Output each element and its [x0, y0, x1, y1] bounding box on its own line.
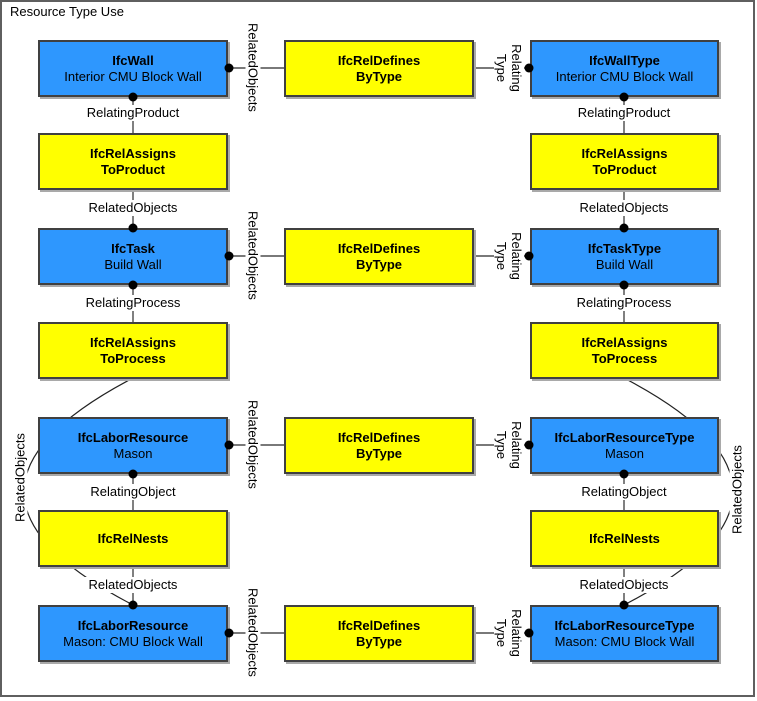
label-relating-product-right: RelatingProduct: [569, 105, 679, 121]
box-subtitle: Build Wall: [104, 256, 162, 272]
label-line-type: Type: [494, 618, 509, 648]
box-ifclaborresourcetype: IfcLaborResourceType Mason: [530, 417, 719, 474]
label-related-objects-right-2: RelatedObjects: [569, 577, 679, 593]
box-title: IfcWall: [112, 52, 154, 68]
box-ifctasktype: IfcTaskType Build Wall: [530, 228, 719, 285]
box-subtitle: Mason: [113, 445, 153, 461]
box-title: IfcRelNests: [589, 530, 660, 546]
box-ifctask: IfcTask Build Wall: [38, 228, 228, 285]
box-title: IfcRelDefines: [337, 617, 421, 633]
box-title: IfcRelAssigns: [581, 334, 668, 350]
label-related-objects-mid-3: RelatedObjects: [245, 398, 261, 491]
box-ifcrelnests-right: IfcRelNests: [530, 510, 719, 567]
label-related-objects-right-arc: RelatedObjects: [729, 443, 745, 536]
box-ifcwall: IfcWall Interior CMU Block Wall: [38, 40, 228, 97]
box-title: IfcRelDefines: [337, 52, 421, 68]
label-relating-process-left: RelatingProcess: [78, 295, 188, 311]
box-title: IfcLaborResource: [77, 429, 189, 445]
box-ifcrelassignstoprocess-right: IfcRelAssigns ToProcess: [530, 322, 719, 379]
box-subtitle: Build Wall: [595, 256, 654, 272]
label-relating-object-right: RelatingObject: [569, 484, 679, 500]
box-ifcrelnests-left: IfcRelNests: [38, 510, 228, 567]
box-ifclaborresource-occurrence: IfcLaborResource Mason: CMU Block Wall: [38, 605, 228, 662]
box-title2: ByType: [356, 633, 402, 649]
label-relating-type-4: Relating Type: [494, 607, 524, 659]
box-ifcreldefinesbytype-1: IfcRelDefines ByType: [284, 40, 474, 97]
box-subtitle: Interior CMU Block Wall: [555, 68, 694, 84]
box-ifcreldefinesbytype-3: IfcRelDefines ByType: [284, 417, 474, 474]
box-subtitle: Mason: CMU Block Wall: [63, 633, 203, 649]
box-title2: ToProduct: [592, 161, 657, 177]
label-related-objects-mid-1: RelatedObjects: [245, 21, 261, 114]
box-title2: ByType: [356, 68, 402, 84]
label-relating-type-1: Relating Type: [494, 42, 524, 94]
box-title: IfcRelAssigns: [90, 145, 176, 161]
label-relating-type-2: Relating Type: [494, 230, 524, 282]
box-title2: ToProcess: [100, 350, 166, 366]
box-subtitle: Mason: CMU Block Wall: [554, 633, 695, 649]
box-title: IfcLaborResourceType: [554, 617, 695, 633]
box-title: IfcTaskType: [587, 240, 662, 256]
box-title: IfcTask: [111, 240, 155, 256]
label-line-type: Type: [494, 430, 509, 460]
label-line-type: Type: [494, 241, 509, 271]
box-ifcrelassignstoproduct-left: IfcRelAssigns ToProduct: [38, 133, 228, 190]
box-title: IfcRelAssigns: [90, 334, 176, 350]
label-relating-object-left: RelatingObject: [78, 484, 188, 500]
box-ifcwalltype: IfcWallType Interior CMU Block Wall: [530, 40, 719, 97]
box-ifclaborresource: IfcLaborResource Mason: [38, 417, 228, 474]
label-relating-product-left: RelatingProduct: [78, 105, 188, 121]
box-title: IfcLaborResourceType: [554, 429, 695, 445]
box-title: IfcRelNests: [97, 530, 169, 546]
box-title: IfcRelAssigns: [581, 145, 668, 161]
label-related-objects-left-1: RelatedObjects: [78, 200, 188, 216]
box-title2: ByType: [356, 445, 402, 461]
label-line-relating: Relating: [509, 421, 524, 469]
label-related-objects-left-arc: RelatedObjects: [12, 431, 28, 524]
label-related-objects-mid-2: RelatedObjects: [245, 209, 261, 302]
box-ifcreldefinesbytype-4: IfcRelDefines ByType: [284, 605, 474, 662]
box-ifcreldefinesbytype-2: IfcRelDefines ByType: [284, 228, 474, 285]
box-ifclaborresourcetype-occurrence: IfcLaborResourceType Mason: CMU Block Wa…: [530, 605, 719, 662]
box-subtitle: Interior CMU Block Wall: [64, 68, 202, 84]
box-title: IfcRelDefines: [337, 429, 421, 445]
box-title: IfcWallType: [589, 52, 660, 68]
label-line-relating: Relating: [509, 232, 524, 280]
label-related-objects-mid-4: RelatedObjects: [245, 586, 261, 679]
box-title: IfcLaborResource: [77, 617, 189, 633]
diagram-title: Resource Type Use: [8, 4, 126, 19]
label-line-relating: Relating: [509, 609, 524, 657]
box-subtitle: Mason: [604, 445, 645, 461]
box-ifcrelassignstoprocess-left: IfcRelAssigns ToProcess: [38, 322, 228, 379]
box-title: IfcRelDefines: [337, 240, 421, 256]
box-title2: ByType: [356, 256, 402, 272]
label-line-relating: Relating: [509, 44, 524, 92]
box-ifcrelassignstoproduct-right: IfcRelAssigns ToProduct: [530, 133, 719, 190]
label-line-type: Type: [494, 53, 509, 83]
label-relating-process-right: RelatingProcess: [569, 295, 679, 311]
label-related-objects-left-2: RelatedObjects: [78, 577, 188, 593]
label-related-objects-right-1: RelatedObjects: [569, 200, 679, 216]
label-relating-type-3: Relating Type: [494, 419, 524, 471]
box-title2: ToProduct: [100, 161, 166, 177]
box-title2: ToProcess: [591, 350, 658, 366]
